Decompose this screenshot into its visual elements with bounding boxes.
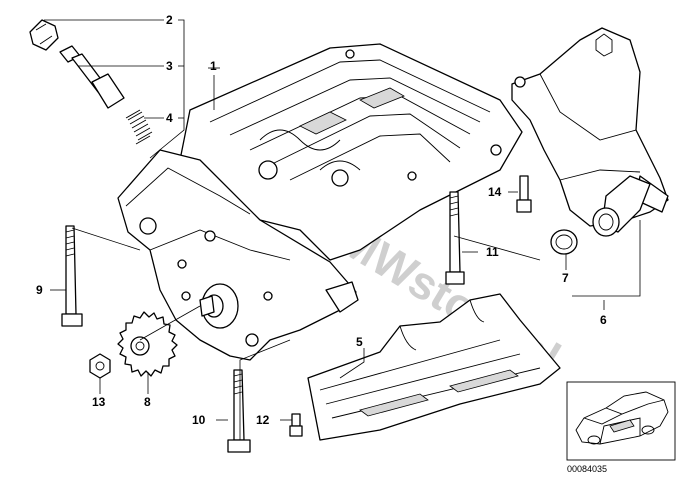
callout-4: 4 xyxy=(166,111,173,125)
suction-pipe-part xyxy=(511,27,669,237)
callout-3: 3 xyxy=(166,59,173,73)
callout-10: 10 xyxy=(192,413,206,427)
long-bolt-9 xyxy=(61,225,83,327)
callout-12: 12 xyxy=(256,413,270,427)
plug-part xyxy=(29,19,59,51)
callout-5: 5 xyxy=(356,335,363,349)
callout-13: 13 xyxy=(92,395,106,409)
callout-labels: 2 3 1 4 5 6 7 8 9 10 11 12 13 14 xyxy=(36,13,607,427)
callout-8: 8 xyxy=(144,395,151,409)
oil-pump-housing xyxy=(117,43,523,361)
callout-1: 1 xyxy=(210,59,217,73)
sprocket-part xyxy=(117,311,178,377)
car-thumbnail xyxy=(566,381,676,461)
spring-part xyxy=(125,109,153,145)
callout-11: 11 xyxy=(486,245,499,259)
callout-2: 2 xyxy=(166,13,173,27)
screw-12 xyxy=(289,413,303,437)
callout-7: 7 xyxy=(562,271,569,285)
nut-part xyxy=(89,353,111,379)
callout-9: 9 xyxy=(36,283,43,297)
callout-6: 6 xyxy=(600,313,607,327)
leader-lines xyxy=(44,19,641,440)
baffle-plate-part xyxy=(307,293,561,441)
bolt-10 xyxy=(227,369,251,453)
screw-14 xyxy=(516,175,532,213)
o-ring-part xyxy=(550,229,578,255)
reference-number: 00084035 xyxy=(567,464,607,474)
valve-piston-part xyxy=(59,45,125,109)
bolt-11 xyxy=(445,191,465,285)
callout-14: 14 xyxy=(488,185,502,199)
